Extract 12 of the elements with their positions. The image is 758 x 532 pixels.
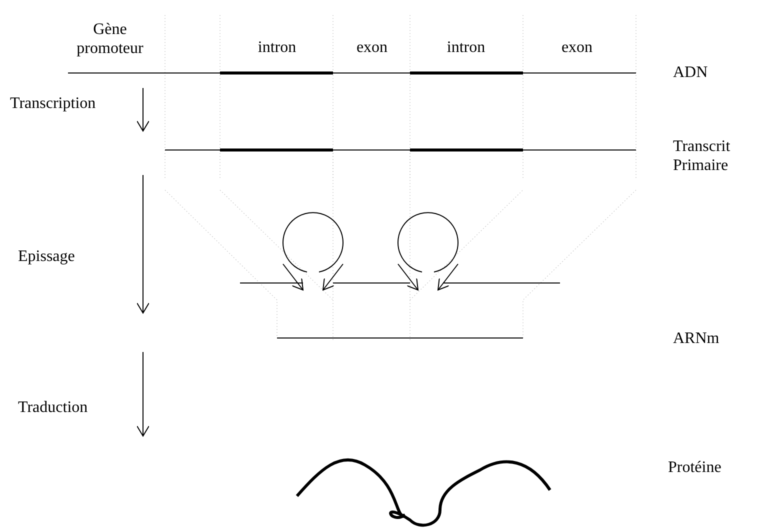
intron-label: intron	[446, 38, 486, 57]
protein-label: Protéine	[668, 458, 722, 477]
intron-label: intron	[258, 38, 296, 57]
step-label: Transcription	[10, 94, 96, 113]
primary-transcript-label: Transcrit Primaire	[673, 137, 732, 175]
exon-label: exon	[356, 38, 388, 57]
exon-label: exon	[561, 38, 593, 57]
step-label: Epissage	[18, 247, 75, 266]
mrna-label: ARNm	[673, 329, 720, 348]
step-label: Traduction	[18, 398, 88, 417]
dna-label: ADN	[673, 63, 708, 82]
gene-promoter-label: Gène promoteur	[76, 20, 144, 58]
